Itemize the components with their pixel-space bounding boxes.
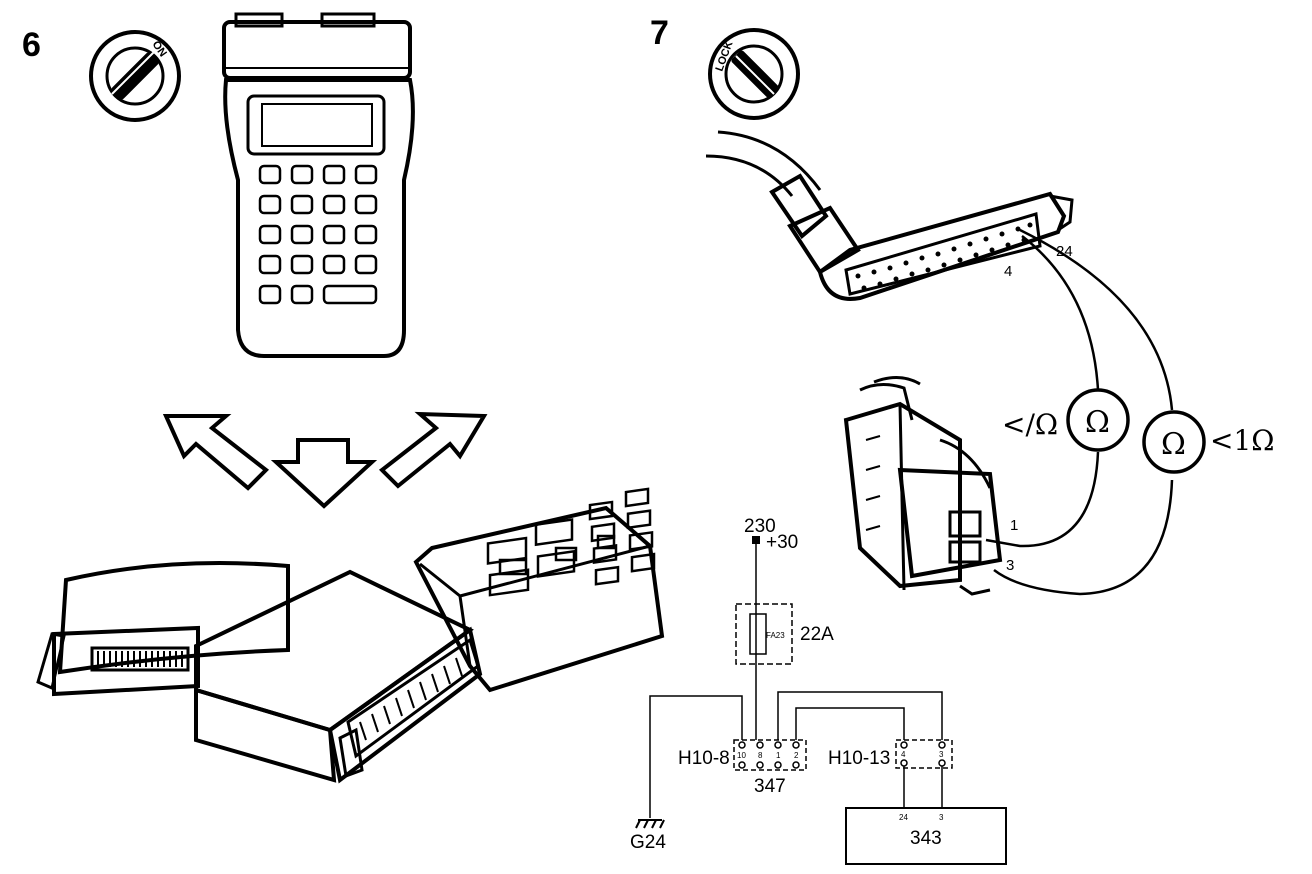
ohm-reading-left: </Ω xyxy=(1002,408,1058,441)
unit-343-pin-3: 3 xyxy=(939,813,944,822)
ohmmeter-left-symbol: Ω xyxy=(1085,405,1110,440)
arrows-group xyxy=(162,411,488,509)
control-unit-left-icon xyxy=(36,561,290,697)
diagnostic-tester-icon xyxy=(222,12,415,358)
pin-3-label: 3 xyxy=(1006,557,1014,574)
connector-h10-8-label: H10-8 xyxy=(678,748,730,769)
arrow-right-icon xyxy=(378,411,488,489)
pin-h10-8-10: 10 xyxy=(737,751,746,760)
ground-icon xyxy=(635,819,665,829)
fuse-code: FA23 xyxy=(766,631,785,640)
pin-h10-13-4: 4 xyxy=(901,750,906,759)
connector-h10-8-box xyxy=(733,739,807,771)
ignition-key-lock-icon: LOCK xyxy=(708,28,800,120)
arrow-left-icon xyxy=(162,414,270,491)
control-unit-right-icon xyxy=(413,487,665,693)
fuse-box xyxy=(735,603,793,665)
test-leads xyxy=(985,228,1174,596)
ohmmeter-right-symbol: Ω xyxy=(1161,427,1186,462)
pin-h10-8-8: 8 xyxy=(758,751,763,760)
supply-terminal xyxy=(752,536,760,544)
connector-h10-8-pins xyxy=(738,741,800,769)
fuse-label: 22A xyxy=(800,624,834,645)
wiring-schematic: 230 +30 FA23 22A 10 8 1 2 H10-8 347 4 3 … xyxy=(630,516,1007,865)
fuse-element xyxy=(749,613,767,655)
ohmmeter-right-icon: Ω xyxy=(1142,410,1206,474)
unit-343-label: 343 xyxy=(910,828,942,849)
arrow-down-icon xyxy=(270,438,378,509)
ecu-harness-connector-icon: 24 4 xyxy=(705,130,1074,301)
unit-343-pin-24: 24 xyxy=(899,813,908,822)
ignition-key-on-icon: ON xyxy=(89,30,181,122)
pin-h10-13-3: 3 xyxy=(939,750,944,759)
ohm-reading-right: <1Ω xyxy=(1210,424,1275,457)
pin-4-label: 4 xyxy=(1004,263,1012,280)
pin-h10-8-1: 1 xyxy=(776,751,781,760)
ground-label: G24 xyxy=(630,832,666,853)
ohmmeter-icon: Ω xyxy=(1066,388,1130,452)
step-7-number: 7 xyxy=(650,14,669,52)
connector-h10-13-box xyxy=(895,739,953,769)
supply-number: 230 xyxy=(744,516,776,537)
control-unit-front-icon xyxy=(194,569,483,784)
supply-label: +30 xyxy=(766,532,798,553)
connector-347-label: 347 xyxy=(754,776,786,797)
step-6-number: 6 xyxy=(22,26,41,64)
small-connector-icon: 1 3 xyxy=(843,376,1018,596)
unit-343-box xyxy=(845,807,1007,865)
pin-h10-8-2: 2 xyxy=(794,751,799,760)
connector-h10-13-label: H10-13 xyxy=(828,748,890,769)
pin-24-label: 24 xyxy=(1056,243,1073,260)
pin-1-label: 1 xyxy=(1010,517,1018,534)
